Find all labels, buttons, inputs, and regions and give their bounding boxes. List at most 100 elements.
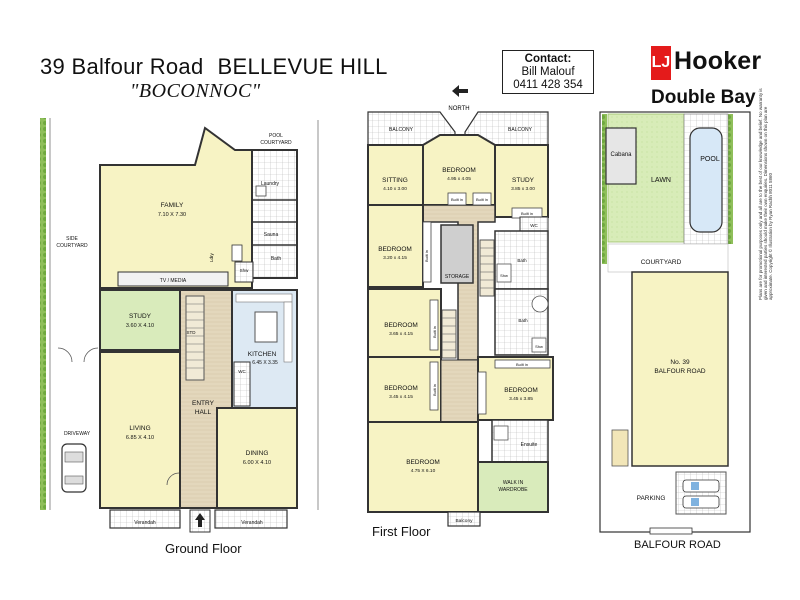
bedroom-4-label: BEDROOM [384,385,418,392]
property-address-title: 39 Balfour Road BELLEVUE HILL [40,54,388,80]
pool-label: POOL [700,156,720,163]
living-label: LIVING [129,425,150,432]
balcony-right-label: BALCONY [508,127,533,133]
ground-floor-plan: FAMILY 7.10 X 7.30 Laundry Sauna Bath Sh… [40,118,319,533]
verandah-right-label: Verandah [241,520,263,526]
ensuite-label: Ensuite [521,442,538,448]
suburb-text: BELLEVUE HILL [217,54,388,79]
balcony-bottom-label: Balcony [455,518,473,524]
sitting-room [367,144,424,206]
kitchen-label: KITCHEN [248,351,277,358]
study-room [99,289,181,351]
north-arrow-icon [452,85,468,97]
contact-phone: 0411 428 354 [513,79,583,91]
bedroom-5-label: BEDROOM [504,387,538,394]
house-footprint [631,271,729,467]
shw-first-label-2: Shw [535,344,543,349]
bedroom-main-dim: 4.75 X 6.10 [411,468,436,474]
parking-label: PARKING [637,495,666,502]
address-text: 39 Balfour Road [40,54,204,79]
pool-courtyard-label-2: COURTYARD [260,140,292,146]
laundry-label: Laundry [261,181,280,187]
bedroom-4-dim: 3.45 x 4.15 [389,394,413,400]
study-first-label: STUDY [512,177,535,184]
wc-ground [233,361,251,407]
kitchen-island [254,311,278,343]
shw-first-label-1: Shw [500,273,508,278]
first-floor-caption: First Floor [372,524,431,539]
study-first-dim: 3.85 x 3.00 [511,186,535,192]
built-in-label-2: Built in [476,197,488,202]
courtyard-site [607,243,729,273]
built-in-label-4: Built in [516,362,528,367]
dining-label: DINING [246,450,269,457]
wet-areas [251,149,298,279]
house-label-2: BALFOUR ROAD [654,368,706,375]
hall-label: HALL [195,409,212,416]
sitting-dim: 4.10 x 3.00 [383,186,407,192]
family-dim: 7.10 X 7.30 [158,212,186,218]
verandah-left-label: Verandah [134,520,156,526]
study-label: STUDY [129,313,152,320]
bath-first-label-1: Bath [517,258,527,263]
kitchen-dim: 6.45 X 3.35 [252,360,278,366]
tv-media-unit [117,271,229,287]
pool-area [689,127,723,233]
dining-dim: 6.00 X 4.10 [243,460,271,466]
side-courtyard-label-2: COURTYARD [56,243,88,249]
storage-room [440,224,474,284]
bedroom-top-dim: 4.95 x 4.05 [447,176,471,182]
ldry-label: Ldry [209,252,214,262]
bedroom-2 [367,204,424,288]
north-label: NORTH [448,106,469,112]
ground-staircase [185,295,205,381]
bedroom-3-label: BEDROOM [384,322,418,329]
walk-in-label-1: WALK IN [503,480,524,486]
car-icon [61,443,87,493]
sauna-label: Sauna [264,232,279,238]
verandah-left [109,509,181,529]
shower-ground [234,261,254,283]
lawn-label: LAWN [651,177,671,184]
parked-car-icon [682,479,720,509]
built-in-label-6: Built in [432,326,437,338]
bedroom-3-dim: 3.65 x 4.15 [389,331,413,337]
std-label: STD [187,330,197,335]
house-label-1: No. 39 [670,359,690,366]
contact-box: Contact: Bill Malouf 0411 428 354 [502,50,594,94]
entry-label: ENTRY [192,400,215,407]
agency-logo-mark: LJ [651,46,671,80]
study-dim: 3.60 X 4.10 [126,323,154,329]
built-in-label-3: Built in [521,211,533,216]
side-courtyard-label-1: SIDE [66,236,78,242]
cabana [605,127,637,185]
sitting-label: SITTING [382,177,408,184]
bedroom-main [367,421,479,513]
bath-first-label-2: Bath [518,318,528,323]
contact-title: Contact: [524,53,572,65]
ground-floor-caption: Ground Floor [165,541,242,556]
wc-label-ground: WC [238,369,246,374]
courtyard-label: COURTYARD [641,259,682,266]
walk-in-label-2: WARDROBE [498,487,528,493]
family-room [99,126,253,289]
storage-label: STORAGE [445,274,470,280]
balcony-bottom [447,511,481,527]
tv-media-label: TV / MEDIA [160,278,187,284]
agency-office: Double Bay [651,87,756,108]
bedroom-2-dim: 3.20 x 4.15 [383,255,407,261]
site-plan: Cabana POOL LAWN COURTYARD No. 39 BALFOU… [599,111,751,535]
contact-name: Bill Malouf [521,66,575,78]
bedroom-3 [367,288,442,358]
shw-label-ground: Shw [240,268,250,273]
living-dim: 6.85 X 4.10 [126,435,154,441]
built-in-label-7: Built in [432,384,437,396]
built-in-label-1: Built in [451,197,463,202]
bedroom-main-label: BEDROOM [406,459,440,466]
agency-brand: Hooker [674,47,762,75]
verandah-right [214,509,288,529]
street-label: BALFOUR ROAD [634,539,721,551]
hedge-left [40,118,46,510]
bedroom-top-label: BEDROOM [442,167,476,174]
